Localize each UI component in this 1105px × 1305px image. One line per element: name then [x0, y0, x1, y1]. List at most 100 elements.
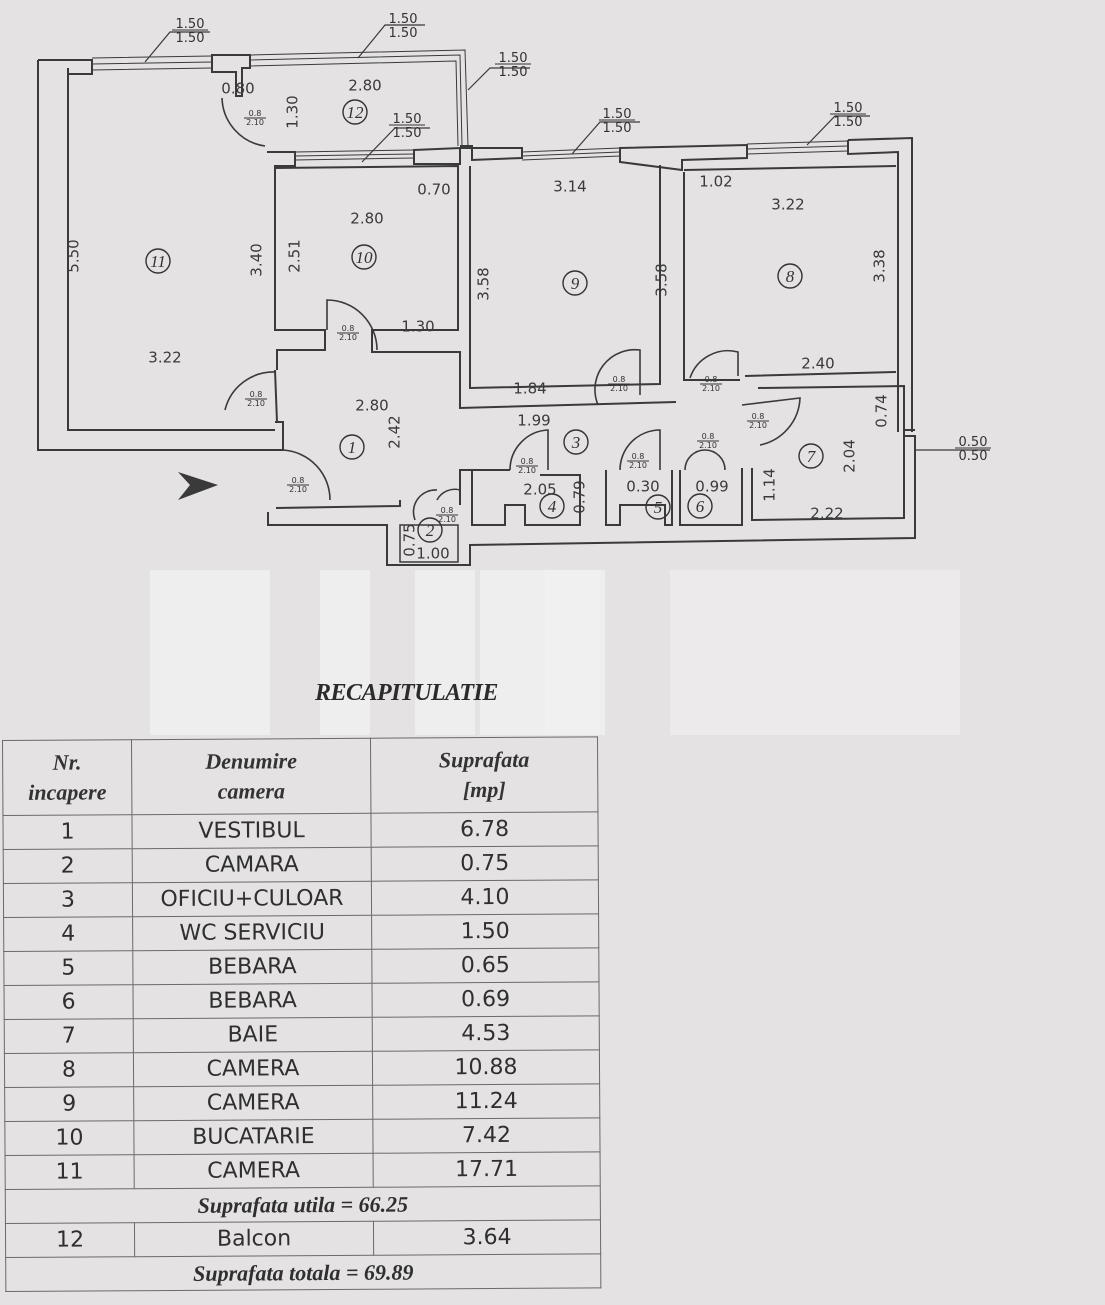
dimension-label: 0.74	[873, 394, 891, 427]
dimension-label: 1.00	[416, 545, 449, 563]
svg-text:2.10: 2.10	[289, 485, 307, 494]
room-number-marker: 5	[645, 494, 671, 520]
svg-text:2.10: 2.10	[518, 466, 536, 475]
svg-text:0.50: 0.50	[959, 435, 988, 450]
svg-text:11: 11	[150, 252, 166, 271]
svg-text:12: 12	[347, 103, 365, 122]
svg-text:2.10: 2.10	[438, 515, 456, 524]
useful-area-row-label: Suprafata utila = 66.25	[5, 1185, 601, 1224]
svg-text:0.8: 0.8	[521, 457, 534, 466]
dimension-label: 1.02	[699, 173, 732, 191]
cell-name: CAMERA	[134, 1153, 374, 1189]
room-number-marker: 10	[351, 244, 377, 270]
total-area-row-label: Suprafata totala = 69.89	[5, 1253, 601, 1292]
cell-nr: 3	[3, 882, 133, 918]
room-number-marker: 3	[563, 429, 589, 455]
dimension-label: 0.30	[626, 478, 659, 496]
dimension-label: 3.38	[871, 249, 889, 282]
svg-text:1.50: 1.50	[603, 107, 632, 122]
cell-name: BEBARA	[132, 983, 373, 1019]
door-size-label: 0.82.10	[516, 457, 538, 475]
cell-area: 0.69	[371, 981, 600, 1018]
window-size-label: 1.501.50	[172, 17, 208, 46]
window-size-label: 1.501.50	[389, 112, 425, 141]
svg-text:2: 2	[426, 521, 435, 540]
cell-nr: 1	[2, 814, 133, 850]
svg-text:1.50: 1.50	[499, 51, 528, 66]
cell-nr: 5	[3, 950, 133, 986]
cell-area: 0.65	[371, 947, 599, 984]
room-number-marker: 1	[339, 434, 365, 460]
dimension-label: 2.80	[350, 210, 383, 228]
svg-text:2.10: 2.10	[702, 384, 720, 393]
door-size-label: 0.82.10	[244, 109, 266, 127]
cell-area: 4.53	[372, 1015, 600, 1052]
useful-area-row: Suprafata utila = 66.25	[5, 1185, 601, 1224]
room-number-marker: 12	[342, 99, 368, 125]
svg-text:2.10: 2.10	[247, 399, 265, 408]
dimension-label: 5.50	[65, 239, 83, 272]
window-size-label: 1.501.50	[495, 51, 531, 80]
dimension-label: 3.58	[653, 263, 671, 296]
svg-text:5: 5	[654, 498, 663, 517]
cell-name: BAIE	[133, 1017, 373, 1053]
svg-text:1.50: 1.50	[834, 101, 863, 116]
total-area-row: Suprafata totala = 69.89	[5, 1253, 601, 1292]
dimension-label: 2.22	[810, 505, 843, 523]
cell-name: Balcon	[134, 1221, 374, 1257]
cell-nr: 4	[3, 916, 133, 952]
window-size-label: 0.500.50	[955, 435, 991, 464]
cell-nr: 2	[3, 848, 133, 884]
svg-text:0.8: 0.8	[342, 324, 355, 333]
dimension-label: 3.40	[248, 243, 266, 276]
cell-name: WC SERVICIU	[132, 915, 372, 951]
door-size-label: 0.82.10	[700, 375, 722, 393]
cell-area: 11.24	[372, 1083, 600, 1120]
cell-nr: 10	[4, 1120, 135, 1156]
svg-text:0.8: 0.8	[632, 452, 645, 461]
cell-area: 4.10	[371, 879, 599, 916]
svg-text:1.50: 1.50	[603, 121, 632, 136]
svg-text:1.50: 1.50	[389, 26, 418, 41]
window-size-label: 1.501.50	[830, 101, 866, 130]
svg-text:1.50: 1.50	[176, 17, 205, 32]
room-number-marker: 6	[687, 493, 713, 519]
summary-title: RECAPITULATIE	[315, 680, 498, 706]
dimension-label: 3.22	[148, 349, 181, 367]
svg-text:1.50: 1.50	[176, 31, 205, 46]
door-size-label: 0.82.10	[287, 476, 309, 494]
window-size-label: 1.501.50	[599, 107, 635, 136]
cell-area: 0.75	[371, 845, 599, 882]
door-size-label: 0.82.10	[608, 375, 630, 393]
svg-text:1.50: 1.50	[393, 126, 422, 141]
dimension-label: 0.75	[401, 523, 419, 556]
cell-name: BEBARA	[132, 949, 372, 985]
room-number-marker: 8	[777, 263, 803, 289]
dimension-label: 2.51	[286, 239, 304, 272]
window-size-label: 1.501.50	[385, 12, 421, 41]
door-size-label: 0.82.10	[337, 324, 359, 342]
svg-text:4: 4	[548, 497, 557, 516]
cell-area: 17.71	[373, 1151, 601, 1188]
door-size-label: 0.82.10	[747, 412, 769, 430]
svg-text:0.8: 0.8	[613, 375, 626, 384]
dimension-label: 1.30	[284, 95, 302, 128]
svg-text:0.50: 0.50	[959, 449, 988, 464]
cell-name: BUCATARIE	[133, 1119, 374, 1155]
dimension-label: 3.22	[771, 196, 804, 214]
cell-name: CAMERA	[133, 1051, 373, 1087]
cell-area: 3.64	[373, 1219, 601, 1256]
svg-text:6: 6	[696, 497, 705, 516]
cell-area: 7.42	[372, 1117, 601, 1154]
cell-name: OFICIU+CULOAR	[132, 881, 372, 917]
svg-text:2.10: 2.10	[629, 461, 647, 470]
room-number-marker: 11	[145, 248, 171, 274]
